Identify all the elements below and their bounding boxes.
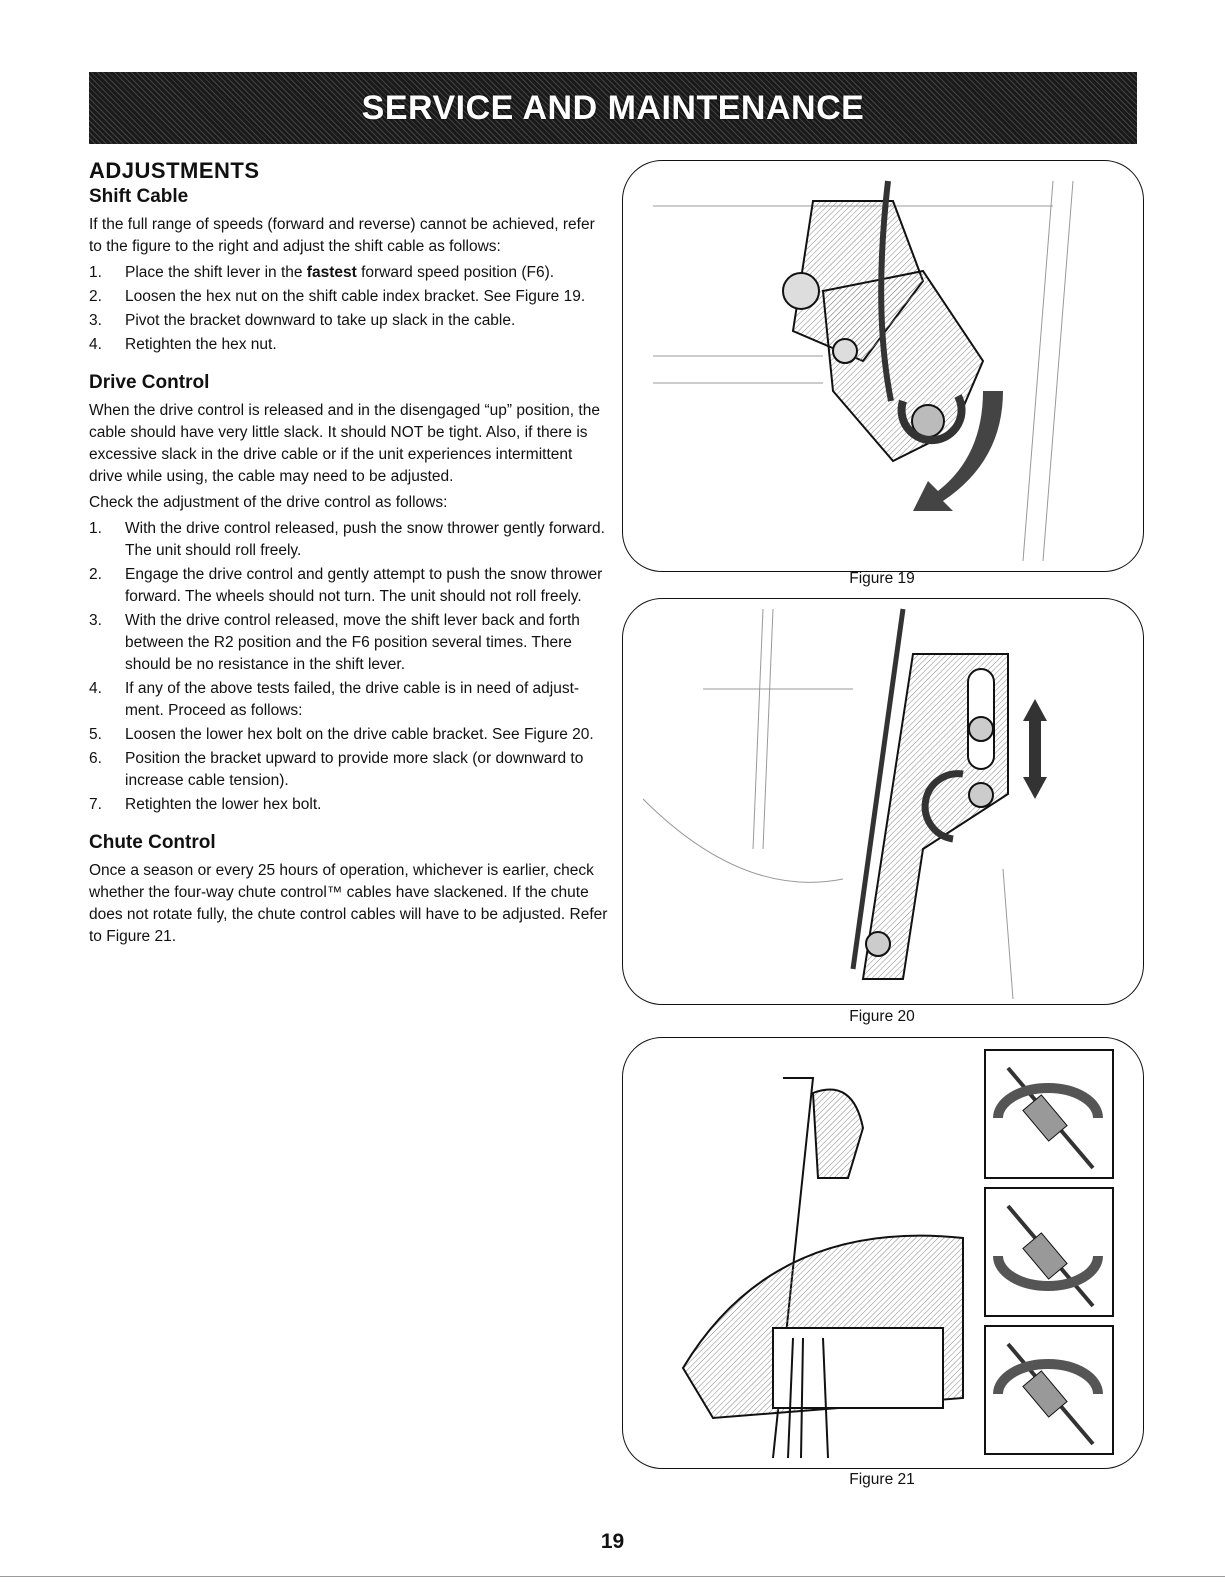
list-item: 2. Engage the drive control and gently at… [89, 564, 609, 608]
rotate-arrow-icon [921, 770, 964, 843]
list-item: 4. If any of the above tests failed, the … [89, 678, 609, 722]
chute-control-heading: Chute Control [89, 832, 216, 853]
step-text: Engage the drive control and gently atte… [125, 566, 603, 605]
step-text: Loosen the lower hex bolt on the drive c… [125, 726, 594, 743]
up-arrow-icon [1023, 699, 1047, 749]
rotate-arrow-icon [993, 1255, 1103, 1291]
shift-cable-heading: Shift Cable [89, 186, 189, 207]
list-item: 3. Pivot the bracket downward to take up … [89, 310, 609, 332]
step-number: 2. [89, 566, 102, 583]
page-number: 19 [600, 1530, 625, 1553]
step-text: Loosen the hex nut on the shift cable in… [125, 288, 586, 305]
list-item: 2. Loosen the hex nut on the shift cable … [89, 286, 609, 308]
figure-21-caption: Figure 21 [849, 1471, 915, 1488]
step-number: 1. [89, 264, 102, 281]
banner-title: SERVICE AND MAINTENANCE [361, 88, 865, 127]
step-number: 6. [89, 750, 102, 767]
inset-panel-1 [984, 1049, 1114, 1179]
step-text-pre: Place the shift lever in the [125, 264, 307, 281]
step-number: 3. [89, 312, 102, 329]
step-number: 2. [89, 288, 102, 305]
rotate-arrow-icon [993, 1083, 1103, 1119]
cable-icon [850, 608, 906, 970]
rotate-arrow-icon [993, 1359, 1103, 1395]
shift-cable-section: Shift Cable If the full range of speeds … [89, 186, 609, 356]
shift-cable-steps: 1. Place the shift lever in the fastest f… [89, 262, 609, 356]
chute-control-section: Chute Control Once a season or every 25 … [89, 832, 609, 948]
step-number: 7. [89, 796, 102, 813]
step-text: With the drive control released, push th… [125, 520, 605, 559]
step-number: 4. [89, 336, 102, 353]
bottom-divider [0, 1576, 1225, 1577]
drive-control-steps: 1. With the drive control released, push … [89, 518, 609, 816]
figure-19-caption: Figure 19 [849, 570, 915, 587]
step-number: 3. [89, 612, 102, 629]
rotate-arrow-icon [897, 394, 966, 445]
inset-panel-2 [984, 1187, 1114, 1317]
figure-19-illustration [622, 160, 1144, 572]
frame-lines-icon [642, 608, 1014, 1000]
inset-panel-3 [984, 1325, 1114, 1455]
step-text: Pivot the bracket downward to take up sl… [125, 312, 516, 329]
step-text: If any of the above tests failed, the dr… [125, 680, 580, 719]
drive-control-intro: When the drive control is released and i… [89, 402, 600, 485]
list-item: 5. Loosen the lower hex bolt on the drive… [89, 724, 609, 746]
figure-20-caption: Figure 20 [849, 1008, 915, 1025]
figure-20-illustration [622, 598, 1144, 1005]
drive-cable-bracket-icon [861, 653, 1009, 980]
step-text: Retighten the lower hex bolt. [125, 796, 322, 813]
step-number: 1. [89, 520, 102, 537]
step-text: Position the bracket upward to provide m… [125, 750, 584, 789]
section-banner: SERVICE AND MAINTENANCE [89, 72, 1137, 144]
bracket-icon [782, 200, 985, 463]
list-item: 6. Position the bracket upward to provide… [89, 748, 609, 792]
list-item: 4. Retighten the hex nut. [89, 334, 609, 356]
drive-control-section: Drive Control When the drive control is … [89, 372, 609, 816]
pivot-down-arrow-icon [913, 391, 1003, 511]
step-text: With the drive control released, move th… [125, 612, 580, 673]
drive-control-heading: Drive Control [89, 372, 210, 393]
adjustments-heading: ADJUSTMENTS [89, 158, 260, 183]
chute-control-assembly-icon [681, 1077, 964, 1459]
list-item: 1. Place the shift lever in the fastest f… [89, 262, 609, 284]
list-item: 1. With the drive control released, push … [89, 518, 609, 562]
drive-control-check: Check the adjustment of the drive contro… [89, 494, 448, 511]
figure-21-illustration [622, 1037, 1144, 1469]
chute-control-text: Once a season or every 25 hours of opera… [89, 862, 608, 945]
step-text: Retighten the hex nut. [125, 336, 277, 353]
list-item: 3. With the drive control released, move … [89, 610, 609, 676]
step-number: 5. [89, 726, 102, 743]
step-number: 4. [89, 680, 102, 697]
list-item: 7. Retighten the lower hex bolt. [89, 794, 609, 816]
shift-cable-intro: If the full range of speeds (forward and… [89, 216, 595, 255]
down-arrow-icon [1023, 749, 1047, 799]
text-column: ADJUSTMENTS Shift Cable If the full rang… [89, 158, 609, 952]
step-text-bold: fastest [306, 264, 357, 281]
step-text-post: forward speed position (F6). [356, 264, 555, 281]
cable-icon [878, 180, 894, 402]
